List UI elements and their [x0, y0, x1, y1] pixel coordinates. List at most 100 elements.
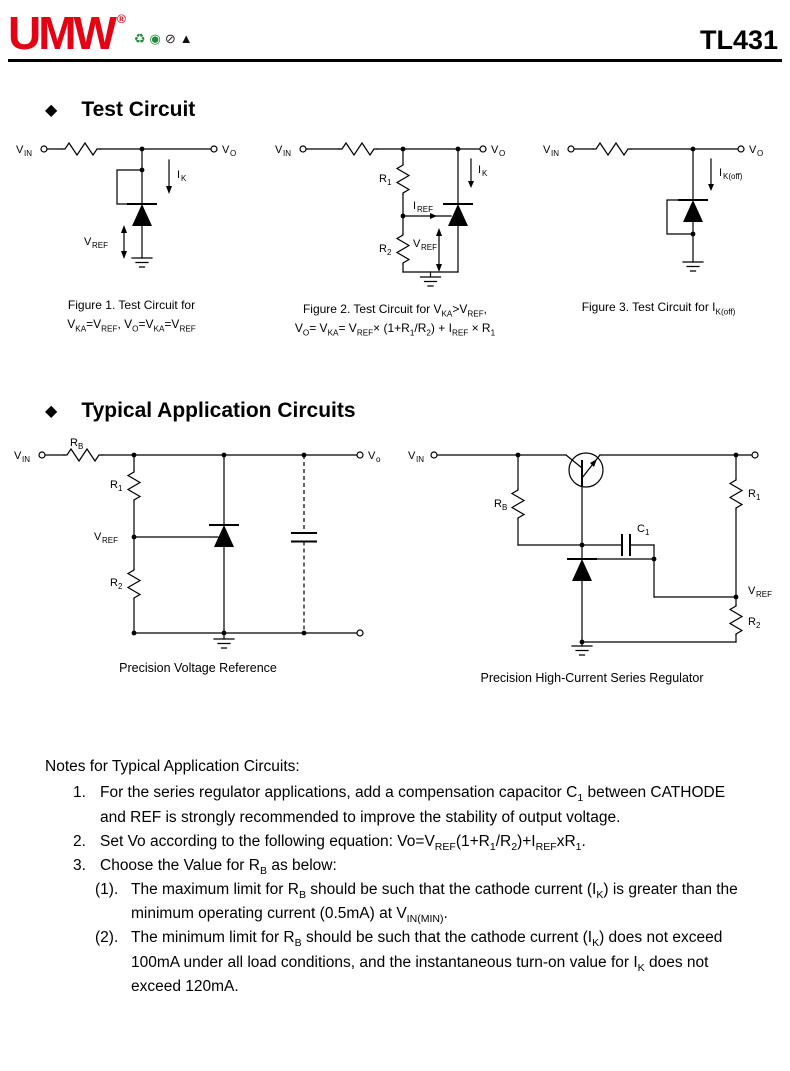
figure-1-circuit-diagram: V IN V O I K V REF	[16, 141, 236, 268]
note-sub-2-number: (2).	[95, 929, 119, 947]
app1-vref-label: V	[94, 531, 102, 543]
note-subitem-1: (1). The maximum limit for RB should be …	[45, 878, 742, 926]
fig1-vo-sub: O	[230, 149, 236, 158]
fig3-vo-sub: O	[757, 149, 763, 158]
figure-2-caption-line2: VO= VKA= VREF× (1+R1/R2) + IREF × R1	[294, 320, 496, 337]
series-regulator-caption: Precision High-Current Series Regulator	[480, 671, 704, 686]
fig2-ik-label: I	[478, 164, 481, 176]
note-1-number: 1.	[73, 784, 86, 802]
figure-1-block: V IN V O I K V REF Figure 1. Test Circui…	[14, 138, 249, 337]
note-2-number: 2.	[73, 832, 86, 850]
notes-title: Notes for Typical Application Circuits:	[45, 758, 300, 776]
fig1-ik-sub: K	[181, 174, 187, 183]
note-1-text: For the series regulator applications, a…	[100, 784, 726, 826]
app2-wires	[430, 451, 759, 656]
part-number: TL431	[699, 25, 778, 55]
app2-r1-label: R	[748, 488, 756, 500]
app2-vref-sub: REF	[756, 590, 772, 599]
app2-rb-label: R	[494, 498, 502, 510]
app2-r1-sub: 1	[756, 493, 761, 502]
fig2-vo-label: V	[491, 144, 499, 156]
cert-icons: ♻ ◉ ⊘ ▲	[134, 32, 193, 45]
figure-2-caption-line1: Figure 2. Test Circuit for VKA>VREF,	[302, 302, 488, 319]
app1-vo-label: V	[368, 450, 376, 462]
figure-2-caption: Figure 2. Test Circuit for VKA>VREF, VO=…	[295, 300, 495, 337]
note-item-2: 2. Set Vo according to the following equ…	[45, 830, 742, 854]
application-circuits-row: V IN R B V o R 1 V REF R 2 Precision Vol…	[0, 423, 790, 685]
fig2-vref-sub: REF	[421, 243, 437, 252]
figure-1-wires	[40, 141, 218, 268]
typical-apps-heading: ◆ Typical Application Circuits	[45, 399, 790, 423]
fig1-ik-label: I	[177, 169, 180, 181]
series-regulator-diagram: V IN R B C 1 R 1 V REF R 2	[408, 450, 772, 656]
fig2-iref-sub: REF	[417, 205, 433, 214]
recycle-icon: ♻	[133, 31, 146, 46]
fig2-ik-sub: K	[482, 169, 488, 178]
figure-1-caption-line1: Figure 1. Test Circuit for	[67, 298, 196, 312]
note-3-number: 3.	[73, 856, 86, 874]
note-item-3: 3. Choose the Value for RB as below:	[45, 854, 742, 878]
figure-2-circuit-diagram: V IN V O I K R 1 R 2 I REF V REF	[275, 141, 505, 287]
app1-rb-sub: B	[78, 442, 83, 451]
app1-wires	[38, 448, 364, 649]
app1-vin-label: V	[14, 450, 22, 462]
crossed-circle-icon: ⊘	[164, 31, 176, 46]
fig2-r2-label: R	[379, 243, 387, 255]
header-divider	[8, 59, 782, 62]
note-sub-2-text: The minimum limit for RB should be such …	[131, 929, 723, 995]
figure-1-caption-line2: VKA=VREF, VO=VKA=VREF	[67, 316, 196, 333]
fig1-vin-label: V	[16, 144, 24, 156]
app2-vin-label: V	[408, 450, 416, 462]
fig2-vo-sub: O	[499, 149, 505, 158]
fig2-vin-sub: IN	[283, 149, 291, 158]
figure-2-block: V IN V O I K R 1 R 2 I REF V REF Figure …	[273, 138, 518, 337]
diamond-bullet-icon: ◆	[45, 403, 58, 421]
note-sub-1-text: The maximum limit for RB should be such …	[131, 881, 738, 926]
app1-r1-label: R	[110, 479, 118, 491]
app2-vin-sub: IN	[416, 455, 424, 464]
app1-r2-sub: 2	[118, 582, 123, 591]
fig2-r1-sub: 1	[387, 178, 392, 187]
section-title-typical-apps: Typical Application Circuits	[81, 399, 356, 423]
fig2-r1-label: R	[379, 173, 387, 185]
precision-voltage-reference-diagram: V IN R B V o R 1 V REF R 2	[14, 437, 381, 649]
green-circle-cert-icon: ◉	[149, 31, 161, 46]
fig2-vin-label: V	[275, 144, 283, 156]
app1-r2-label: R	[110, 577, 118, 589]
note-3-text: Choose the Value for RB as below:	[100, 856, 337, 877]
registered-trademark-icon: ®	[116, 12, 126, 26]
umw-logo: UMW	[8, 7, 117, 59]
notes-section: Notes for Typical Application Circuits: …	[45, 755, 742, 999]
app2-c1-sub: 1	[645, 528, 650, 537]
app2-r2-sub: 2	[756, 621, 761, 630]
fig2-iref-label: I	[413, 200, 416, 212]
note-subitem-2: (2). The minimum limit for RB should be …	[45, 926, 742, 999]
fig1-vref-label: V	[84, 236, 92, 248]
fig1-vref-sub: REF	[92, 241, 108, 250]
figure-2-wires	[298, 141, 487, 287]
figure-3-wires	[567, 141, 745, 272]
figure-3-circuit-diagram: V IN V O I K(off)	[543, 141, 763, 272]
precision-voltage-reference-block: V IN R B V o R 1 V REF R 2 Precision Vol…	[12, 437, 384, 685]
test-circuit-heading: ◆ Test Circuit	[45, 98, 790, 122]
figure-3-caption: Figure 3. Test Circuit for IK(off)	[582, 298, 736, 317]
series-regulator-block: V IN R B C 1 R 1 V REF R 2 Precision Hig…	[406, 437, 778, 685]
figure-3-caption-line1: Figure 3. Test Circuit for IK(off)	[581, 300, 736, 317]
app2-r2-label: R	[748, 616, 756, 628]
app2-vref-label: V	[748, 585, 756, 597]
logo-row: UMW ® ♻ ◉ ⊘ ▲ TL431	[8, 10, 782, 56]
header: UMW ® ♻ ◉ ⊘ ▲ TL431	[0, 0, 790, 62]
diamond-bullet-icon: ◆	[45, 102, 58, 119]
app2-rb-sub: B	[502, 503, 507, 512]
app2-c1-label: C	[637, 523, 645, 535]
fig3-vo-label: V	[749, 144, 757, 156]
app1-vin-sub: IN	[22, 455, 30, 464]
fig1-vo-label: V	[222, 144, 230, 156]
note-item-1: 1. For the series regulator applications…	[45, 781, 742, 829]
note-2-text: Set Vo according to the following equati…	[100, 832, 586, 853]
app1-vo-sub: o	[376, 455, 381, 464]
fig2-vref-label: V	[413, 238, 421, 250]
fig3-vin-label: V	[543, 144, 551, 156]
fig1-vin-sub: IN	[24, 149, 32, 158]
